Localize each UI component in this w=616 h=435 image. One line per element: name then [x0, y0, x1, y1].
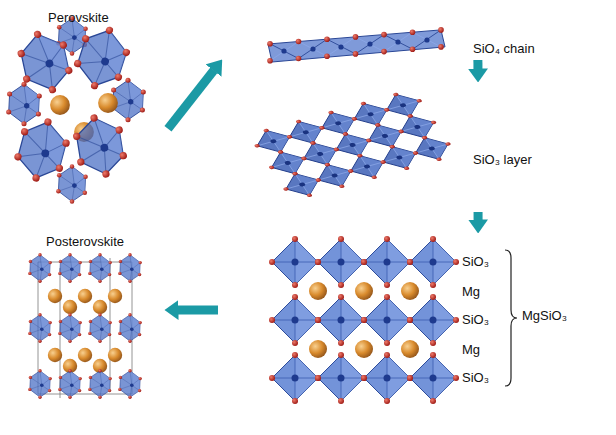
octahedron	[118, 313, 142, 343]
octahedron	[358, 118, 412, 153]
mg-atom	[78, 289, 92, 303]
chain-edges	[270, 32, 441, 61]
mgsio3-lattice	[269, 236, 517, 404]
octahedron	[340, 149, 394, 184]
layer-label: Mg	[462, 342, 480, 357]
connectors	[168, 60, 478, 310]
octahedron	[247, 124, 301, 159]
layer-label: SiO₃	[462, 312, 489, 327]
chain-body	[268, 30, 445, 62]
octahedron	[12, 24, 78, 100]
transition-arrow	[474, 212, 483, 220]
transition-arrow	[178, 305, 218, 314]
structure-figure: Posterovskite	[12, 228, 165, 408]
mg-atom	[63, 300, 77, 314]
octahedron	[28, 253, 52, 283]
octahedron	[373, 140, 427, 175]
octahedron	[88, 253, 112, 283]
structure-label: SiO₄ chain	[473, 41, 535, 56]
octahedron	[315, 294, 367, 346]
octahedron	[58, 253, 82, 283]
layer-label: SiO₃	[462, 370, 489, 385]
octahedron	[28, 369, 52, 399]
octahedron	[326, 127, 380, 162]
mg-atom	[309, 340, 327, 358]
octahedron	[407, 352, 459, 404]
mg-atom	[108, 348, 122, 362]
octahedron	[58, 369, 82, 399]
mg-atom	[401, 282, 419, 300]
octahedron	[269, 236, 321, 288]
structure-label: Posterovskite	[46, 234, 124, 249]
structure-figure: Perovskite	[12, 6, 168, 204]
sio4-chain	[267, 27, 445, 64]
octahedron	[58, 313, 82, 343]
transition-arrow	[168, 70, 214, 129]
octahedron	[315, 236, 367, 288]
octahedron	[361, 236, 413, 288]
octahedron	[88, 313, 112, 343]
layer-label: SiO₃	[462, 254, 489, 269]
structure-figure: SiO₃ layer	[240, 82, 560, 212]
octahedron	[88, 369, 112, 399]
mg-atom	[309, 282, 327, 300]
sio3-layer	[247, 88, 459, 202]
octahedron	[28, 313, 52, 343]
postperovskite-structure	[28, 253, 142, 399]
mg-atom	[48, 348, 62, 362]
octahedron	[376, 88, 430, 123]
o-atoms	[267, 27, 444, 64]
octahedron	[275, 167, 329, 202]
octahedron	[361, 294, 413, 346]
octahedron	[279, 115, 333, 150]
formula-label: MgSiO₃	[522, 308, 567, 323]
mg-atom	[355, 340, 373, 358]
mg-atom	[78, 348, 92, 362]
octahedron	[293, 136, 347, 171]
octahedron	[361, 352, 413, 404]
octahedron	[6, 82, 42, 127]
mg-atom	[98, 93, 118, 113]
mg-atom	[108, 289, 122, 303]
octahedron	[118, 253, 142, 283]
octahedron	[269, 352, 321, 404]
structure-label: Perovskite	[48, 10, 109, 25]
octahedron	[69, 20, 135, 96]
chain-edges	[270, 30, 441, 59]
octahedron	[391, 109, 445, 144]
transition-arrow	[473, 60, 482, 69]
mg-atom	[355, 282, 373, 300]
octahedron	[308, 158, 362, 193]
unit-cell	[38, 258, 132, 398]
mg-atom	[401, 340, 419, 358]
curly-brace	[505, 250, 517, 386]
octahedron	[407, 294, 459, 346]
layer-label: Mg	[462, 284, 480, 299]
octahedron	[405, 131, 459, 166]
octahedron	[261, 145, 315, 180]
octahedron	[407, 236, 459, 288]
octahedron	[311, 106, 365, 141]
octahedron	[315, 352, 367, 404]
mg-atom	[93, 300, 107, 314]
structure-label: SiO₃ layer	[473, 152, 532, 167]
perovskite-structure	[6, 16, 146, 204]
structure-figure: SiO₄ chain	[215, 25, 560, 60]
mg-atom	[48, 289, 62, 303]
octahedron	[344, 97, 398, 132]
octahedron	[56, 164, 88, 204]
mg-atom	[50, 95, 70, 115]
octahedron	[269, 294, 321, 346]
structure-figure: SiO₃MgSiO₃MgSiO₃MgSiO₃	[218, 232, 600, 404]
octahedron	[118, 369, 142, 399]
